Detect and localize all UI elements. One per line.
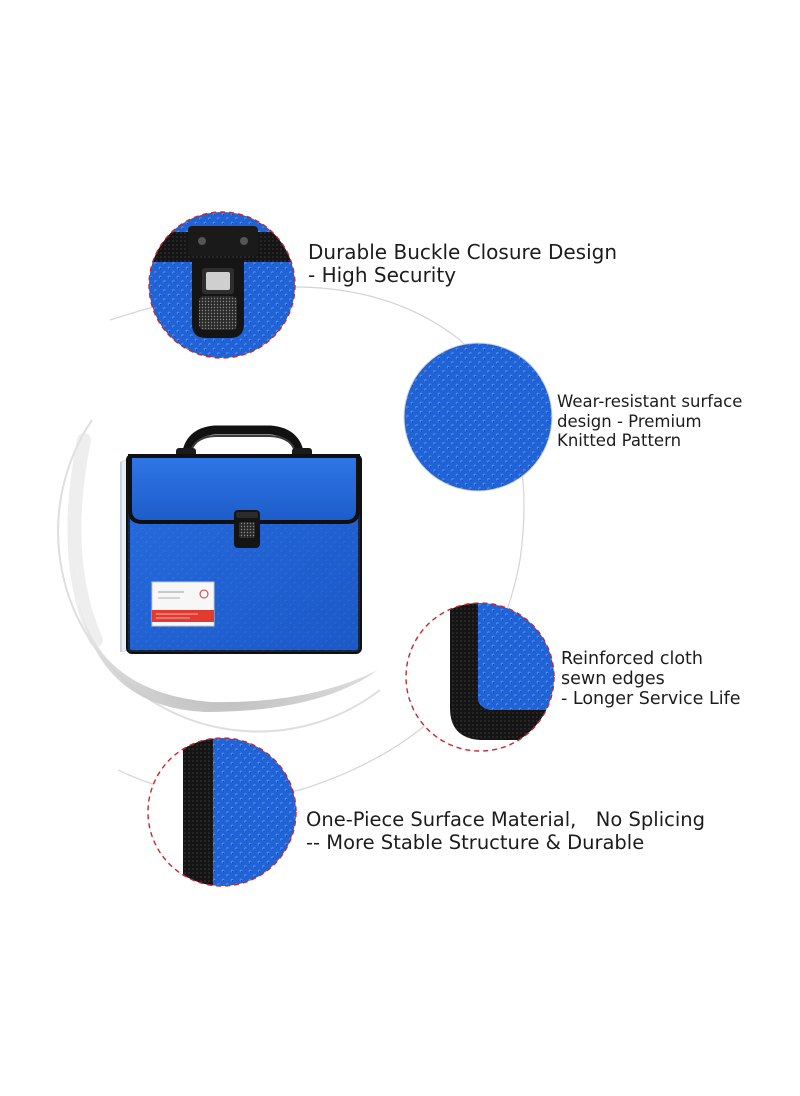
- edges-caption-line-2: sewn edges: [561, 669, 665, 689]
- material-caption-line-1: One-Piece Surface Material, No Splicing: [306, 808, 705, 831]
- main-folder: [120, 425, 362, 654]
- detail-circle-edges: [405, 602, 555, 752]
- surface-caption-line-3: Knitted Pattern: [557, 431, 682, 450]
- material-feature-caption: One-Piece Surface Material, No Splicing …: [306, 808, 705, 854]
- edges-feature-caption: Reinforced cloth sewn edges - Longer Ser…: [561, 649, 741, 709]
- buckle-caption-line-2: - High Security: [308, 263, 457, 287]
- detail-circle-material: [147, 737, 297, 887]
- edges-caption-line-3: - Longer Service Life: [561, 689, 741, 709]
- detail-circle-buckle: [148, 211, 296, 359]
- edges-caption-line-1: Reinforced cloth: [561, 649, 703, 669]
- buckle-caption-line-1: Durable Buckle Closure Design: [308, 240, 618, 264]
- surface-feature-caption: Wear-resistant surface design - Premium …: [557, 392, 742, 451]
- material-caption-line-2: -- More Stable Structure & Durable: [306, 831, 645, 854]
- buckle-closure-icon: [234, 510, 260, 548]
- surface-caption-line-1: Wear-resistant surface: [557, 392, 743, 411]
- surface-caption-line-2: design - Premium: [557, 411, 702, 431]
- detail-circle-surface: [403, 342, 553, 492]
- buckle-feature-caption: Durable Buckle Closure Design - High Sec…: [308, 241, 617, 287]
- folder-label-card: [151, 581, 215, 627]
